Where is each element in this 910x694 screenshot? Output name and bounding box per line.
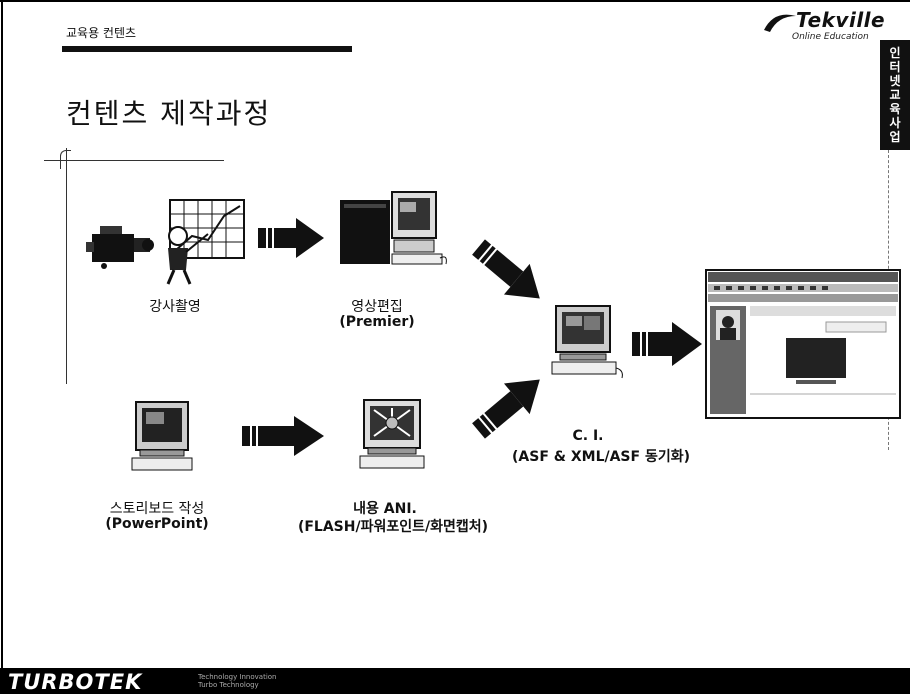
logo-text: Tekville (796, 8, 886, 32)
footer-tagline-line2: Turbo Technology (198, 681, 259, 689)
side-tab-char: 육 (889, 102, 901, 116)
slide-title: 컨텐츠 제작과정 (66, 97, 272, 130)
side-tab-char: 넷 (889, 74, 901, 88)
ci-computer-icon (551, 305, 623, 379)
editing-workstation-icon (340, 191, 447, 265)
side-tab-char: 인 (889, 46, 901, 60)
turbotek-logo: TURBOTEK (8, 670, 143, 694)
arrow-right-icon (258, 218, 324, 258)
category-label: 교육용 컨텐츠 (66, 26, 137, 40)
animation-monitor-icon (359, 399, 425, 469)
footer-bar (0, 668, 910, 694)
label-content-ani-tools: (FLASH/파워포인트/화면캡처) (297, 519, 489, 535)
video-camera-icon (86, 226, 154, 269)
guide-line-horizontal (44, 160, 224, 161)
slide-top-border (0, 0, 910, 2)
tekville-logo: Tekville Online Education (760, 8, 905, 48)
slide-left-border (1, 0, 3, 694)
label-content-ani: 내용 ANI. (353, 501, 417, 517)
label-video-edit: 영상편집 (351, 299, 403, 315)
side-tab-char: 터 (889, 60, 901, 74)
footer-tagline: Technology Innovation Turbo Technology (198, 673, 277, 689)
side-tab-char: 사 (889, 116, 901, 130)
lecturer-chart-icon (166, 199, 245, 285)
side-tab-char: 업 (889, 130, 901, 144)
storyboard-monitor-icon (131, 401, 193, 471)
side-tab-char: 교 (889, 88, 901, 102)
label-ci-detail: (ASF & XML/ASF 동기화) (512, 449, 690, 465)
side-tab-internet-education: 인 터 넷 교 육 사 업 (880, 40, 910, 150)
arrow-up-right-icon (472, 379, 540, 439)
logo-subtext: Online Education (792, 32, 869, 42)
label-storyboard-tool: (PowerPoint) (105, 516, 209, 532)
result-webpage-screenshot (705, 269, 901, 419)
guide-corner (60, 150, 71, 169)
header-underline (62, 46, 352, 52)
logo-swoosh-icon (764, 14, 796, 33)
label-storyboard: 스토리보드 작성 (109, 501, 205, 517)
arrow-right-icon (242, 416, 324, 456)
footer-tagline-line1: Technology Innovation (198, 673, 277, 681)
guide-line-vertical (66, 148, 67, 384)
label-ci: C. I. (572, 428, 604, 444)
label-lecture-filming: 강사촬영 (149, 299, 201, 315)
arrow-down-right-icon (472, 239, 540, 299)
arrow-right-icon (632, 322, 702, 366)
label-video-edit-tool: (Premier) (339, 314, 415, 330)
